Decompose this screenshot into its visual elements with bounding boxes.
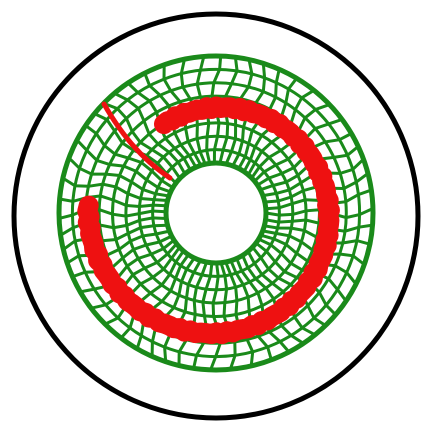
grid-ring (166, 163, 266, 263)
